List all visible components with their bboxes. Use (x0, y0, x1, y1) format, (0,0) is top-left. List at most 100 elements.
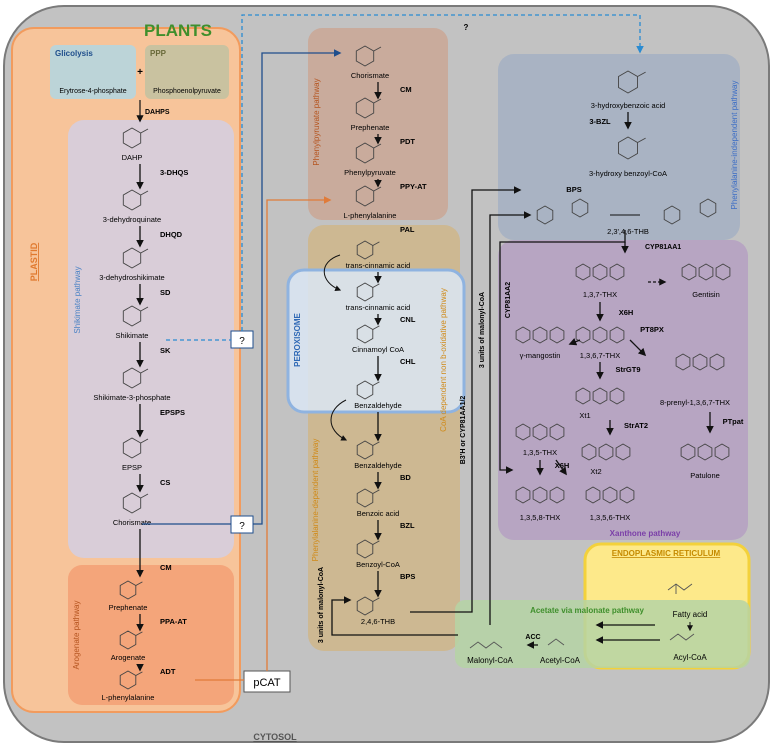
xanthone-1358-structure (549, 486, 565, 504)
xanthone-1367-structure (592, 326, 608, 344)
phenylpyruvate-structure-bond (373, 143, 382, 149)
shikimate-pathway-label: Shikimate pathway (73, 266, 82, 333)
xt1-label: Xt1 (579, 411, 590, 420)
mangostin-structure (515, 326, 531, 344)
shikimate-compound-label: DAHP (122, 153, 143, 162)
malonyl-to-bps-left (331, 596, 458, 636)
shikimate-enzyme-label: 3-DHQS (160, 168, 188, 177)
dependent-enzyme-label: BD (400, 473, 411, 482)
pt8px-label: PT8PX (640, 325, 664, 334)
e4p-label: Erytrose-4-phosphate (59, 88, 126, 95)
independent-structure (618, 136, 638, 160)
dependent-compound-label: Benzaldehyde (354, 401, 402, 410)
independent-enzyme-label: BPS (566, 185, 581, 194)
shikimate-region (68, 120, 234, 558)
dependent-compound-label: trans-cinnamic acid (346, 303, 411, 312)
question-mark-shikimate: ? (239, 336, 245, 347)
xanthone-1356-structure (602, 486, 618, 504)
x6h-label: X6H (619, 308, 634, 317)
independent-thb-structure (663, 205, 681, 225)
dependent-structure-bond (372, 597, 380, 602)
dependent-compound-label: Cinnamoyl CoA (352, 345, 404, 354)
ppp-label: PPP (150, 49, 167, 58)
dependent-compound-label: 2,4,6-THB (361, 617, 395, 626)
phenylpyruvate-structure-bond (373, 46, 382, 52)
gentisin-structure (698, 263, 714, 281)
shikimate-steps: DAHP3-DHQS3-dehydroquinateDHQD3-dehydros… (93, 127, 188, 578)
phenylpyruvate-compound-label: L-phenylalanine (344, 211, 397, 220)
cyp81aa1-label: CYP81AA1 (645, 244, 681, 251)
shikimate-structure-bond (140, 248, 149, 254)
independent-thb-structure (536, 205, 554, 225)
dependent-structure (356, 440, 374, 460)
phenylpyruvate-compound-label: Chorismate (351, 71, 389, 80)
independent-structure-bond (637, 71, 646, 77)
shikimate-structure-bond (140, 306, 149, 312)
acyl-coa-label: Acyl-CoA (673, 653, 707, 662)
xanthone-137-structure (575, 263, 591, 281)
dependent-structure-bond (372, 489, 380, 494)
shikimate-structure-bond (140, 438, 149, 444)
xanthone-1358-structure (532, 486, 548, 504)
prenyl-structure (675, 353, 691, 371)
phenylpyruvate-enzyme-label: PPY-AT (400, 182, 427, 191)
acetate-region (455, 600, 750, 668)
mangostin-arrow (568, 338, 581, 346)
xt2-structure (581, 443, 597, 461)
xanthone-1356-structure (619, 486, 635, 504)
independent-enzyme-label: 3-BZL (589, 117, 611, 126)
blue-up-line (253, 49, 342, 525)
arogenate-compound-label: Prephenate (109, 603, 148, 612)
acetate-pathway-label: Acetate via malonate pathway (530, 606, 644, 615)
xanthone-region (498, 240, 748, 540)
shikimate-compound-label: 3-dehydroquinate (103, 215, 161, 224)
xanthone-135-structure (515, 423, 531, 441)
arogenate-compound-label: Arogenate (111, 653, 146, 662)
xanthone-1367-label: 1,3,6,7-THX (580, 351, 620, 360)
plus-sign: + (137, 67, 143, 78)
thb-to-thx-line (499, 230, 626, 474)
dependent-structure (356, 240, 374, 260)
shikimate-compound-label: Shikimate (116, 331, 149, 340)
independent-compound-label: 2,3',4,6-THB (607, 227, 649, 236)
cyp81aa2-label: CYP81AA2 (505, 282, 512, 318)
xanthone-1358-structure (515, 486, 531, 504)
phenylpyruvate-compound-label: Phenylpyruvate (344, 168, 396, 177)
plastid-label: PLASTID (29, 242, 39, 281)
phenylpyruvate-compound-label: Prephenate (351, 123, 390, 132)
strgt9-label: StrGT9 (615, 365, 640, 374)
acyl-coa-structure (669, 633, 695, 641)
dependent-structure-bond (372, 325, 380, 330)
dependent-enzyme-label: BZL (400, 521, 415, 530)
xanthone-135-label: 1,3,5-THX (523, 448, 557, 457)
xt1-structure (575, 387, 591, 405)
thb-to-xanthone (410, 186, 522, 613)
shikimate-enzyme-label: CS (160, 478, 170, 487)
xanthone-137-label: 1,3,7-THX (583, 290, 617, 299)
xanthone-1358-label: 1,3,5,8-THX (520, 513, 560, 522)
shikimate-enzyme-label: SD (160, 288, 171, 297)
dashed-top-line (241, 14, 644, 331)
orange-up-line (266, 196, 332, 671)
patulone-structure (697, 443, 713, 461)
dependent-structure (356, 282, 374, 302)
independent-thb-structure (571, 198, 589, 218)
shikimate-enzyme-label: CM (160, 563, 172, 572)
dependent-structure-bond (372, 540, 380, 545)
independent-compound-label: 3-hydroxy benzoyl-CoA (589, 169, 667, 178)
arogenate-structure-bond (135, 631, 143, 636)
phenylpyruvate-steps: ChorismateCMPrephenatePDTPhenylpyruvateP… (344, 45, 427, 234)
dependent-structure-bond (372, 241, 380, 246)
acc-label: ACC (525, 634, 540, 641)
acetyl-coa-structure (547, 638, 565, 646)
gentisin-structure (681, 263, 697, 281)
three-malonyl-right-label: 3 units of malonyl-CoA (479, 292, 486, 368)
dependent-structure (356, 596, 374, 616)
shikimate-enzyme-label: SK (160, 346, 171, 355)
dependent-enzyme-label: BPS (400, 572, 415, 581)
coa-dependent-label: CoA dependent non b-oxidative pathway (439, 288, 448, 432)
shikimate-enzyme-label: DHQD (160, 230, 183, 239)
dependent-compound-label: Benzoic acid (357, 509, 400, 518)
